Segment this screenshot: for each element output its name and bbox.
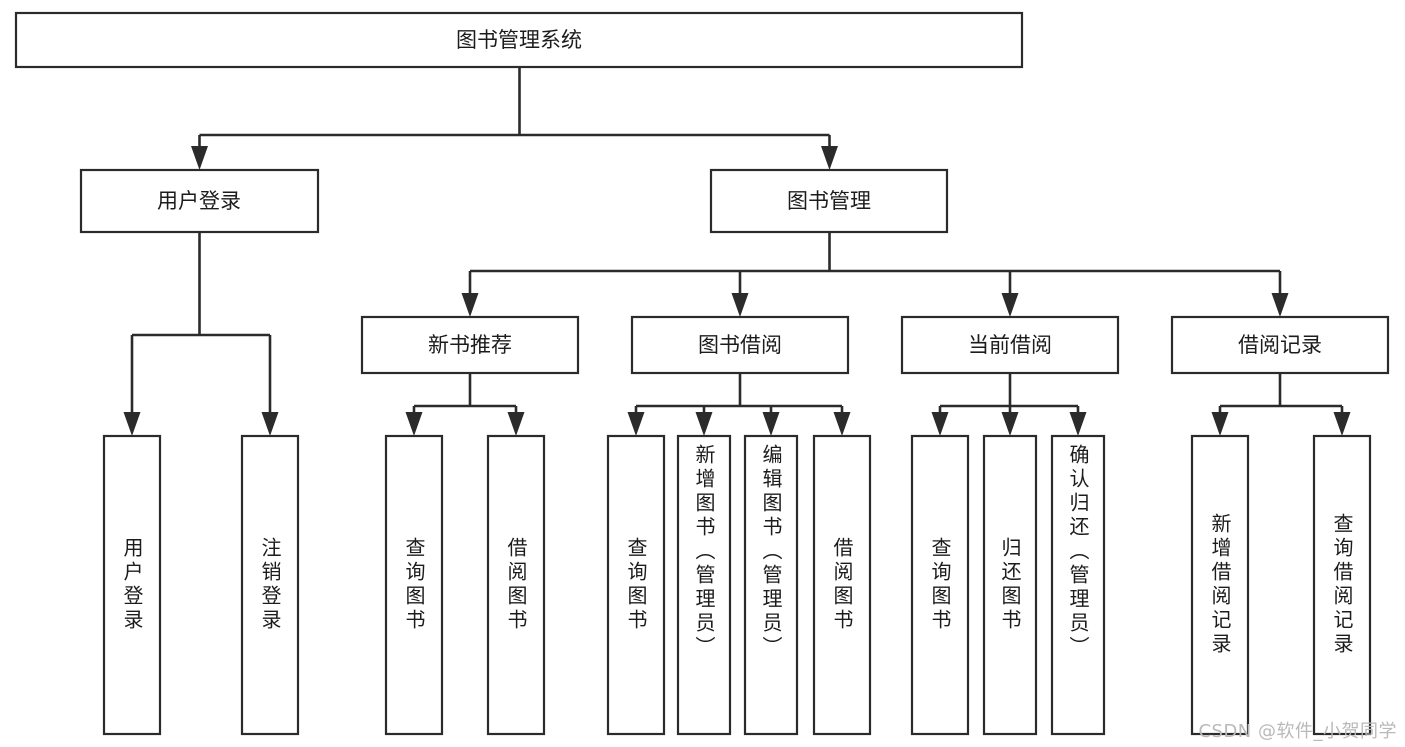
arrow-root-to-book-manage — [821, 146, 838, 170]
arrow-bb-leaf-2 — [695, 412, 713, 436]
leaf-query-book-1-box[interactable] — [384, 434, 444, 736]
node-new-book-rec[interactable]: 新书推荐 — [360, 315, 580, 375]
node-borrow-record[interactable]: 借阅记录 — [1170, 315, 1390, 375]
node-root[interactable]: 图书管理系统 — [14, 11, 1024, 69]
arrow-br-leaf-2 — [1333, 412, 1351, 436]
node-current-borrow-box[interactable] — [900, 315, 1120, 375]
node-user-login-label: 用户登录 — [157, 189, 241, 213]
leaf-borrow-book-1-box[interactable] — [486, 434, 546, 736]
node-layer: 图书管理系统 用户登录 图书管理 新书推荐 图书借阅 当前 — [14, 11, 1390, 736]
node-book-borrow-box[interactable] — [630, 315, 850, 375]
arrow-user-login-leaf-1 — [123, 412, 141, 436]
node-book-manage[interactable]: 图书管理 — [709, 168, 949, 234]
node-user-login-box[interactable] — [79, 168, 320, 234]
arrow-bb-leaf-1 — [627, 412, 645, 436]
arrow-cb-leaf-1 — [931, 412, 949, 436]
leaf-query-book-2-box[interactable] — [606, 434, 666, 736]
leaf-query-record-box[interactable] — [1312, 434, 1372, 736]
node-current-borrow[interactable]: 当前借阅 — [900, 315, 1120, 375]
node-root-box[interactable] — [14, 11, 1024, 69]
arrow-bm-to-borrow-record — [1271, 293, 1289, 317]
leaf-user-logout-box[interactable] — [240, 434, 300, 736]
node-current-borrow-label: 当前借阅 — [968, 333, 1052, 357]
node-root-label: 图书管理系统 — [456, 28, 582, 52]
node-book-manage-label: 图书管理 — [787, 189, 871, 213]
arrow-bm-to-current-borrow — [1001, 293, 1019, 317]
leaf-edit-book-box[interactable] — [743, 434, 799, 736]
node-borrow-record-box[interactable] — [1170, 315, 1390, 375]
leaf-confirm-return-box[interactable] — [1050, 434, 1106, 736]
node-book-borrow[interactable]: 图书借阅 — [630, 315, 850, 375]
connector-layer — [123, 67, 1351, 436]
node-new-book-rec-box[interactable] — [360, 315, 580, 375]
arrow-root-to-user-login — [191, 146, 208, 170]
node-new-book-rec-label: 新书推荐 — [428, 333, 512, 357]
arrow-user-login-leaf-2 — [261, 412, 279, 436]
leaf-add-record-box[interactable] — [1190, 434, 1250, 736]
node-borrow-record-label: 借阅记录 — [1238, 333, 1322, 357]
arrow-bb-leaf-4 — [833, 412, 851, 436]
node-user-login[interactable]: 用户登录 — [79, 168, 320, 234]
arrow-br-leaf-1 — [1211, 412, 1229, 436]
node-book-borrow-label: 图书借阅 — [698, 333, 782, 357]
node-book-manage-box[interactable] — [709, 168, 949, 234]
leaf-return-book-box[interactable] — [982, 434, 1038, 736]
arrow-bb-leaf-3 — [762, 412, 780, 436]
leaf-query-book-3-box[interactable] — [910, 434, 970, 736]
arrow-nbr-leaf-2 — [507, 412, 525, 436]
arrow-bm-to-new-book-rec — [461, 293, 479, 317]
leaf-add-book-box[interactable] — [676, 434, 732, 736]
leaf-borrow-book-2-box[interactable] — [812, 434, 872, 736]
arrow-nbr-leaf-1 — [405, 412, 423, 436]
arrow-cb-leaf-2 — [1001, 412, 1019, 436]
watermark-text: CSDN @软件_小贺同学 — [1198, 721, 1397, 742]
leaf-user-login-box[interactable] — [102, 434, 162, 736]
arrow-cb-leaf-3 — [1069, 412, 1087, 436]
arrow-bm-to-book-borrow — [731, 293, 749, 317]
